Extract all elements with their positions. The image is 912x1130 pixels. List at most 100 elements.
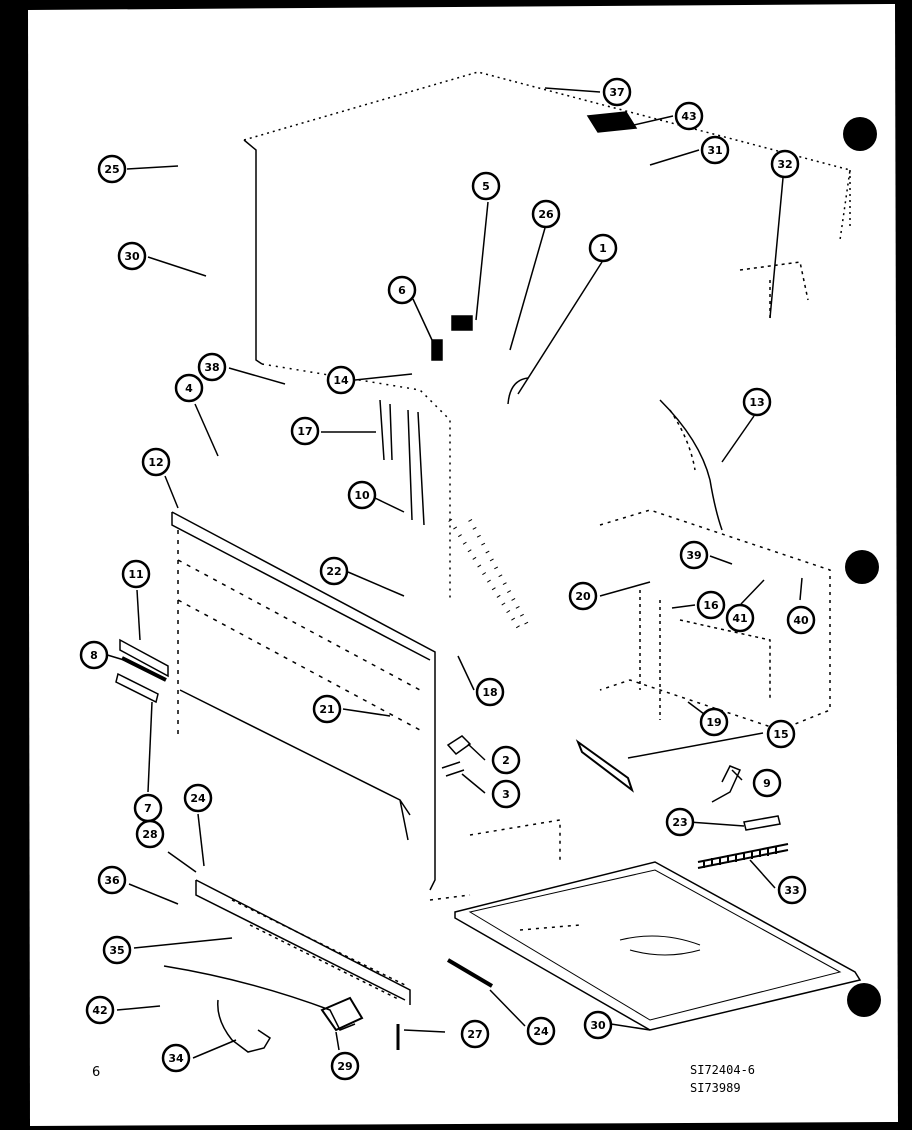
callout-24: 24: [183, 783, 213, 813]
callout-2: 2: [491, 745, 521, 775]
callout-label: 25: [104, 163, 119, 176]
callout-12: 12: [141, 447, 171, 477]
callout-label: 32: [777, 158, 792, 171]
part-5-block: [451, 315, 473, 331]
callout-label: 9: [763, 777, 771, 790]
callout-label: 5: [482, 180, 490, 193]
callout-35: 35: [102, 935, 132, 965]
part-15-bar: [575, 739, 634, 793]
callout-27: 27: [460, 1019, 490, 1049]
callout-circle: [766, 719, 796, 749]
callout-9: 9: [752, 768, 782, 798]
callout-circle: [588, 233, 618, 263]
callout-16: 16: [696, 590, 726, 620]
callout-33: 33: [777, 875, 807, 905]
callout-circle: [752, 768, 782, 798]
paper-sheet: [28, 4, 898, 1126]
callout-7: 7: [133, 793, 163, 823]
callout-23: 23: [665, 807, 695, 837]
callout-42: 42: [85, 995, 115, 1025]
cabinet-left-edge: [243, 139, 263, 365]
callout-label: 1: [599, 242, 607, 255]
callout-circle: [312, 694, 342, 724]
part-3-fitting: [441, 761, 465, 777]
callout-circle: [326, 365, 356, 395]
part-11-bar: [119, 638, 169, 678]
callout-17: 17: [290, 416, 320, 446]
callout-label: 15: [773, 728, 788, 741]
callout-41: 41: [725, 603, 755, 633]
callout-circle: [174, 373, 204, 403]
callout-label: 35: [109, 944, 124, 957]
leader-lines: [103, 87, 803, 1059]
callout-label: 30: [124, 250, 140, 263]
callout-label: 14: [333, 374, 349, 387]
callout-25: 25: [97, 154, 127, 184]
callout-19: 19: [699, 707, 729, 737]
callout-circle: [197, 352, 227, 382]
callout-label: 22: [326, 565, 341, 578]
part-24-bar: [446, 958, 494, 988]
callout-30: 30: [117, 241, 147, 271]
part-6-block: [431, 339, 443, 361]
callout-label: 2: [502, 754, 510, 767]
drain-pan-center: [619, 935, 701, 956]
callout-circle: [347, 480, 377, 510]
callout-13: 13: [742, 387, 772, 417]
callout-label: 24: [190, 792, 206, 805]
callout-20: 20: [568, 581, 598, 611]
callout-label: 38: [204, 361, 219, 374]
callout-label: 12: [148, 456, 163, 469]
callout-circle: [102, 935, 132, 965]
callout-14: 14: [326, 365, 356, 395]
callout-label: 41: [732, 612, 747, 625]
callout-label: 31: [707, 144, 722, 157]
drawing-code-2: SI73989: [690, 1081, 741, 1095]
callout-label: 24: [533, 1025, 549, 1038]
callout-circle: [679, 540, 709, 570]
callout-label: 3: [502, 788, 510, 801]
callout-label: 43: [681, 110, 696, 123]
part-7-strip: [115, 672, 159, 704]
duct-curve: [659, 399, 723, 531]
callout-26: 26: [531, 199, 561, 229]
cabinet-drawing: [115, 71, 862, 1053]
callout-label: 26: [538, 208, 554, 221]
vent-area: [448, 518, 522, 632]
part-9-bracket: [711, 765, 742, 803]
callout-4: 4: [174, 373, 204, 403]
callout-label: 29: [337, 1060, 352, 1073]
callout-circle: [742, 387, 772, 417]
callout-circle: [183, 783, 213, 813]
callout-37: 37: [602, 77, 632, 107]
callout-circle: [387, 275, 417, 305]
lower-frame: [429, 819, 581, 931]
callout-5: 5: [471, 171, 501, 201]
compartment-inner: [639, 590, 771, 720]
compartment-box: [599, 509, 831, 731]
drawing-code-1: SI72404-6: [690, 1063, 755, 1077]
drain-pan-inner: [468, 869, 842, 1021]
callout-8: 8: [79, 640, 109, 670]
callout-circle: [117, 241, 147, 271]
callout-label: 36: [104, 874, 120, 887]
callout-circle: [85, 995, 115, 1025]
callout-circle: [290, 416, 320, 446]
callout-38: 38: [197, 352, 227, 382]
callout-label: 16: [703, 599, 719, 612]
callout-label: 11: [128, 568, 143, 581]
callout-circle: [526, 1016, 556, 1046]
callout-label: 37: [609, 86, 624, 99]
callout-circle: [777, 875, 807, 905]
callout-15: 15: [766, 719, 796, 749]
callout-circle: [583, 1010, 613, 1040]
part-32-panel: [739, 261, 809, 318]
callout-1: 1: [588, 233, 618, 263]
part-23-pin: [743, 815, 781, 831]
callout-3: 3: [491, 779, 521, 809]
callout-43: 43: [674, 101, 704, 131]
callout-label: 39: [686, 549, 701, 562]
callout-circle: [330, 1051, 360, 1081]
callout-29: 29: [330, 1051, 360, 1081]
